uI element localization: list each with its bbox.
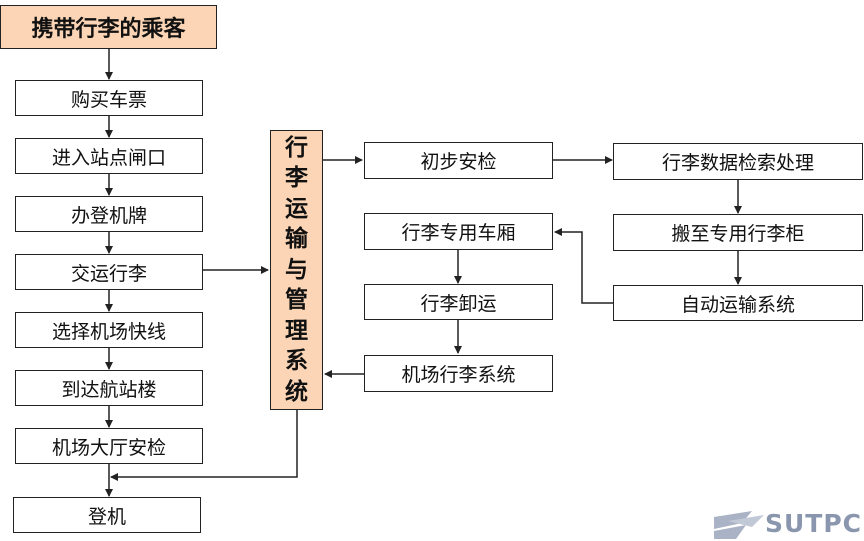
step-check-in-luggage: 交运行李 [15, 254, 203, 290]
passenger-title: 携带行李的乘客 [0, 5, 217, 49]
auto-transport-system: 自动运输系统 [613, 285, 863, 321]
sutpc-logo-icon [714, 511, 764, 539]
airport-luggage-system: 机场行李系统 [364, 355, 553, 392]
sutpc-logo-text: SUTPC [765, 509, 863, 538]
step-boarding-pass: 办登机牌 [15, 196, 203, 232]
arrow-central-to-boarding [110, 410, 298, 481]
move-to-luggage-cabinet: 搬至专用行李柜 [613, 214, 863, 251]
luggage-unloading: 行李卸运 [364, 284, 553, 320]
step-arrive-terminal: 到达航站楼 [15, 370, 203, 406]
step-hall-security: 机场大厅安检 [15, 428, 203, 464]
luggage-car: 行李专用车厢 [364, 213, 553, 250]
step-buy-ticket: 购买车票 [15, 80, 203, 116]
arrow-auto-to-car [554, 228, 613, 304]
step-airport-express: 选择机场快线 [15, 312, 203, 348]
step-enter-gate: 进入站点闸口 [15, 138, 203, 174]
luggage-system-box: 行李运输与管理系统 [270, 130, 323, 410]
initial-security-check: 初步安检 [364, 142, 553, 179]
step-board: 登机 [13, 497, 201, 533]
luggage-system-label: 行李运输与管理系统 [285, 134, 308, 405]
luggage-data-processing: 行李数据检索处理 [613, 143, 863, 180]
